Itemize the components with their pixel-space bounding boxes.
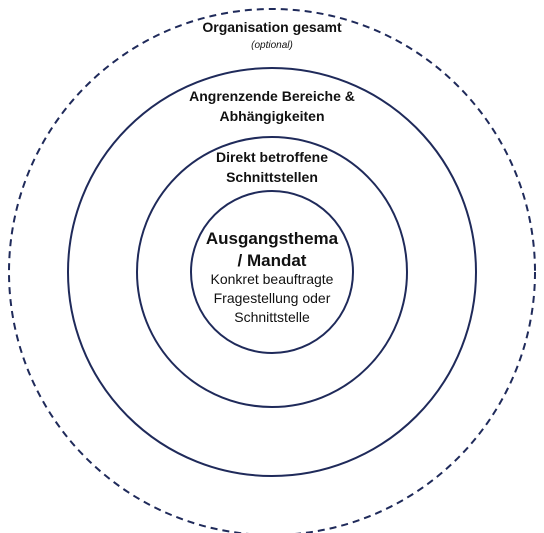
ring-core	[190, 190, 354, 354]
ring-organisation	[8, 8, 536, 533]
organisation-title: Organisation gesamt	[202, 19, 342, 35]
core-topic-title: Ausgangsthema / Mandat	[205, 229, 339, 270]
direct-interfaces-title: Direkt betroffene Schnittstellen	[215, 149, 329, 185]
organisation-subtitle: (optional)	[251, 40, 293, 51]
core-topic-description: Konkret beauftragte Fragestellung oder S…	[210, 271, 334, 325]
ring-adjacent	[67, 67, 477, 477]
adjacent-areas-title: Angrenzende Bereiche & Abhängigkeiten	[189, 88, 355, 124]
ring-direct	[136, 136, 408, 408]
